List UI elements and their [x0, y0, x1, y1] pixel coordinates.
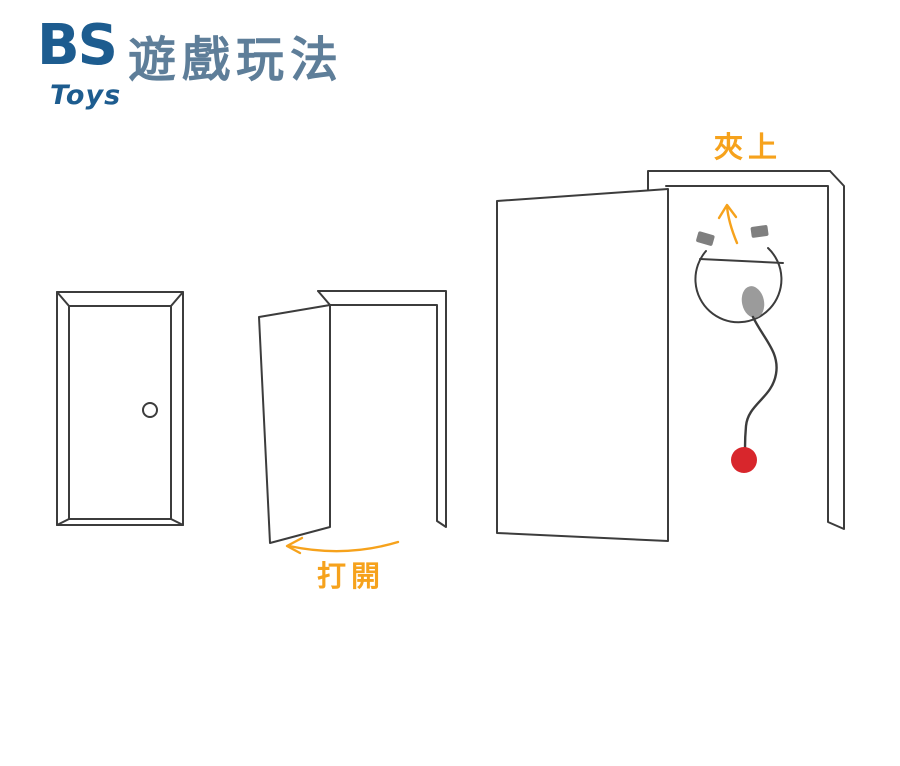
clip-hoop	[694, 247, 783, 324]
door-frame	[56, 291, 184, 526]
clip-pad-left	[696, 231, 715, 246]
clip-up-arrow-icon	[717, 203, 739, 245]
door-clip-toy	[694, 225, 784, 473]
door-panel-open	[496, 188, 669, 542]
clip-body	[741, 286, 765, 318]
door-frame	[647, 170, 831, 194]
clip-pad-right	[750, 225, 769, 238]
door-with-clip-illustration	[496, 170, 845, 542]
open-door-illustration	[258, 290, 447, 544]
open-arrow-icon	[285, 536, 400, 555]
open-step-label: 打開	[316, 559, 385, 593]
brand-logo-text: BS	[37, 13, 118, 78]
brand-logo-subtext: Toys	[50, 80, 122, 111]
clip-lever	[699, 258, 784, 264]
red-ball	[731, 447, 757, 473]
door-panel	[68, 305, 172, 520]
page-title: 遊戲玩法	[128, 32, 345, 88]
closed-door-illustration	[56, 291, 184, 526]
door-knob	[142, 402, 158, 418]
door-panel-open	[258, 304, 331, 544]
clip-step-label: 夾上	[713, 130, 782, 164]
door-frame	[317, 290, 447, 528]
ball-string	[743, 315, 778, 450]
